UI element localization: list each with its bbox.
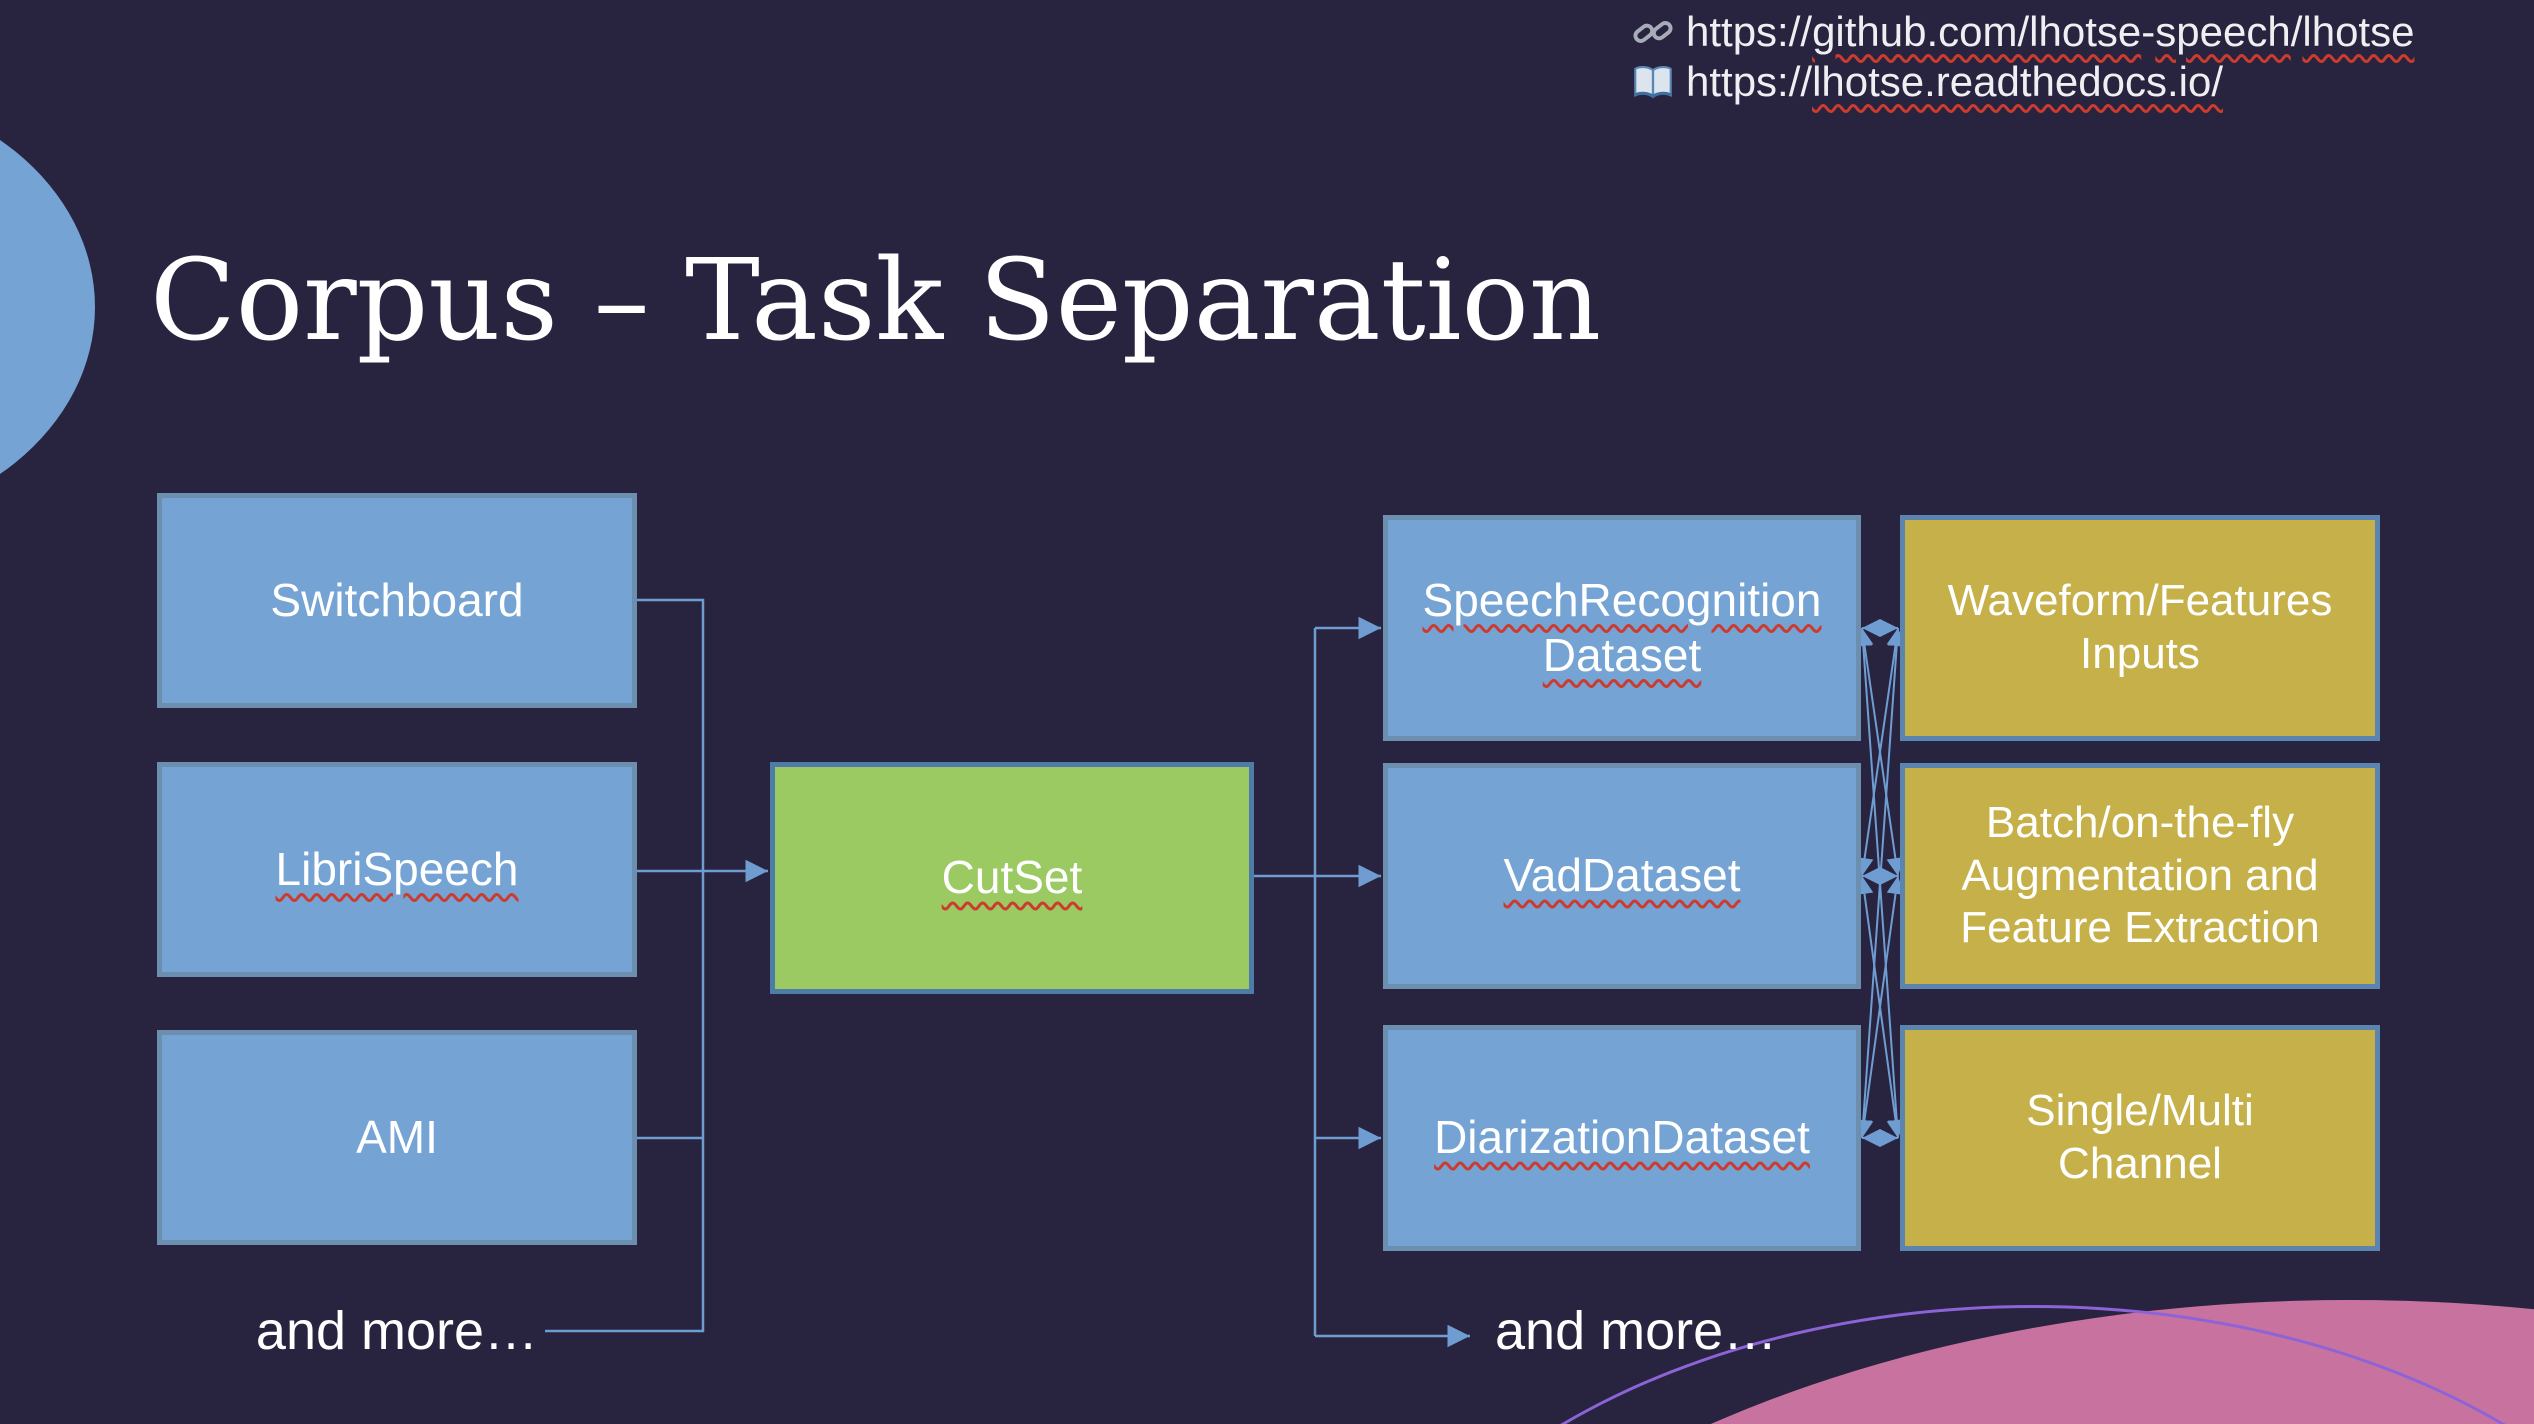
node-ami: AMI	[157, 1030, 637, 1245]
node-speechrecognition-dataset-label: SpeechRecognition Dataset	[1422, 573, 1822, 681]
docs-url: https://lhotse.readthedocs.io/	[1686, 58, 2223, 105]
node-batch-augmentation-label: Batch/on-the-fly Augmentation and Featur…	[1960, 797, 2320, 953]
node-cutset-label: CutSet	[941, 851, 1083, 904]
link-icon	[1633, 21, 1673, 43]
node-diarization-dataset: DiarizationDataset	[1383, 1025, 1861, 1251]
node-cutset: CutSet	[770, 762, 1254, 994]
node-vad-dataset-label: VadDataset	[1503, 849, 1741, 902]
docs-link[interactable]: https://lhotse.readthedocs.io/	[1632, 58, 2414, 106]
node-switchboard-label: Switchboard	[270, 573, 524, 626]
node-single-multi-channel: Single/Multi Channel	[1900, 1025, 2380, 1251]
node-batch-augmentation: Batch/on-the-fly Augmentation and Featur…	[1900, 763, 2380, 989]
node-waveform-features-inputs-label: Waveform/Features Inputs	[1947, 576, 2333, 678]
blue-blob-decoration	[0, 87, 95, 527]
github-link[interactable]: https://github.com/lhotse-speech/lhotse	[1632, 8, 2414, 56]
datasets-and-more-label: and more…	[1495, 1301, 1778, 1361]
node-librispeech-label: LibriSpeech	[275, 842, 519, 895]
node-single-multi-channel-label: Single/Multi Channel	[2026, 1086, 2254, 1188]
node-waveform-features-inputs: Waveform/Features Inputs	[1900, 515, 2380, 741]
node-switchboard: Switchboard	[157, 493, 637, 708]
corpora-and-more-label: and more…	[255, 1301, 539, 1361]
node-librispeech: LibriSpeech	[157, 762, 637, 977]
book-icon	[1634, 66, 1672, 99]
node-vad-dataset: VadDataset	[1383, 763, 1861, 989]
node-diarization-dataset-label: DiarizationDataset	[1434, 1111, 1810, 1164]
node-ami-label: AMI	[356, 1110, 438, 1163]
node-speechrecognition-dataset: SpeechRecognition Dataset	[1383, 515, 1861, 741]
github-url: https://github.com/lhotse-speech/lhotse	[1686, 8, 2415, 55]
page-title: Corpus – Task Separation	[150, 236, 1602, 366]
reference-links: https://github.com/lhotse-speech/lhotse …	[1632, 8, 2414, 106]
